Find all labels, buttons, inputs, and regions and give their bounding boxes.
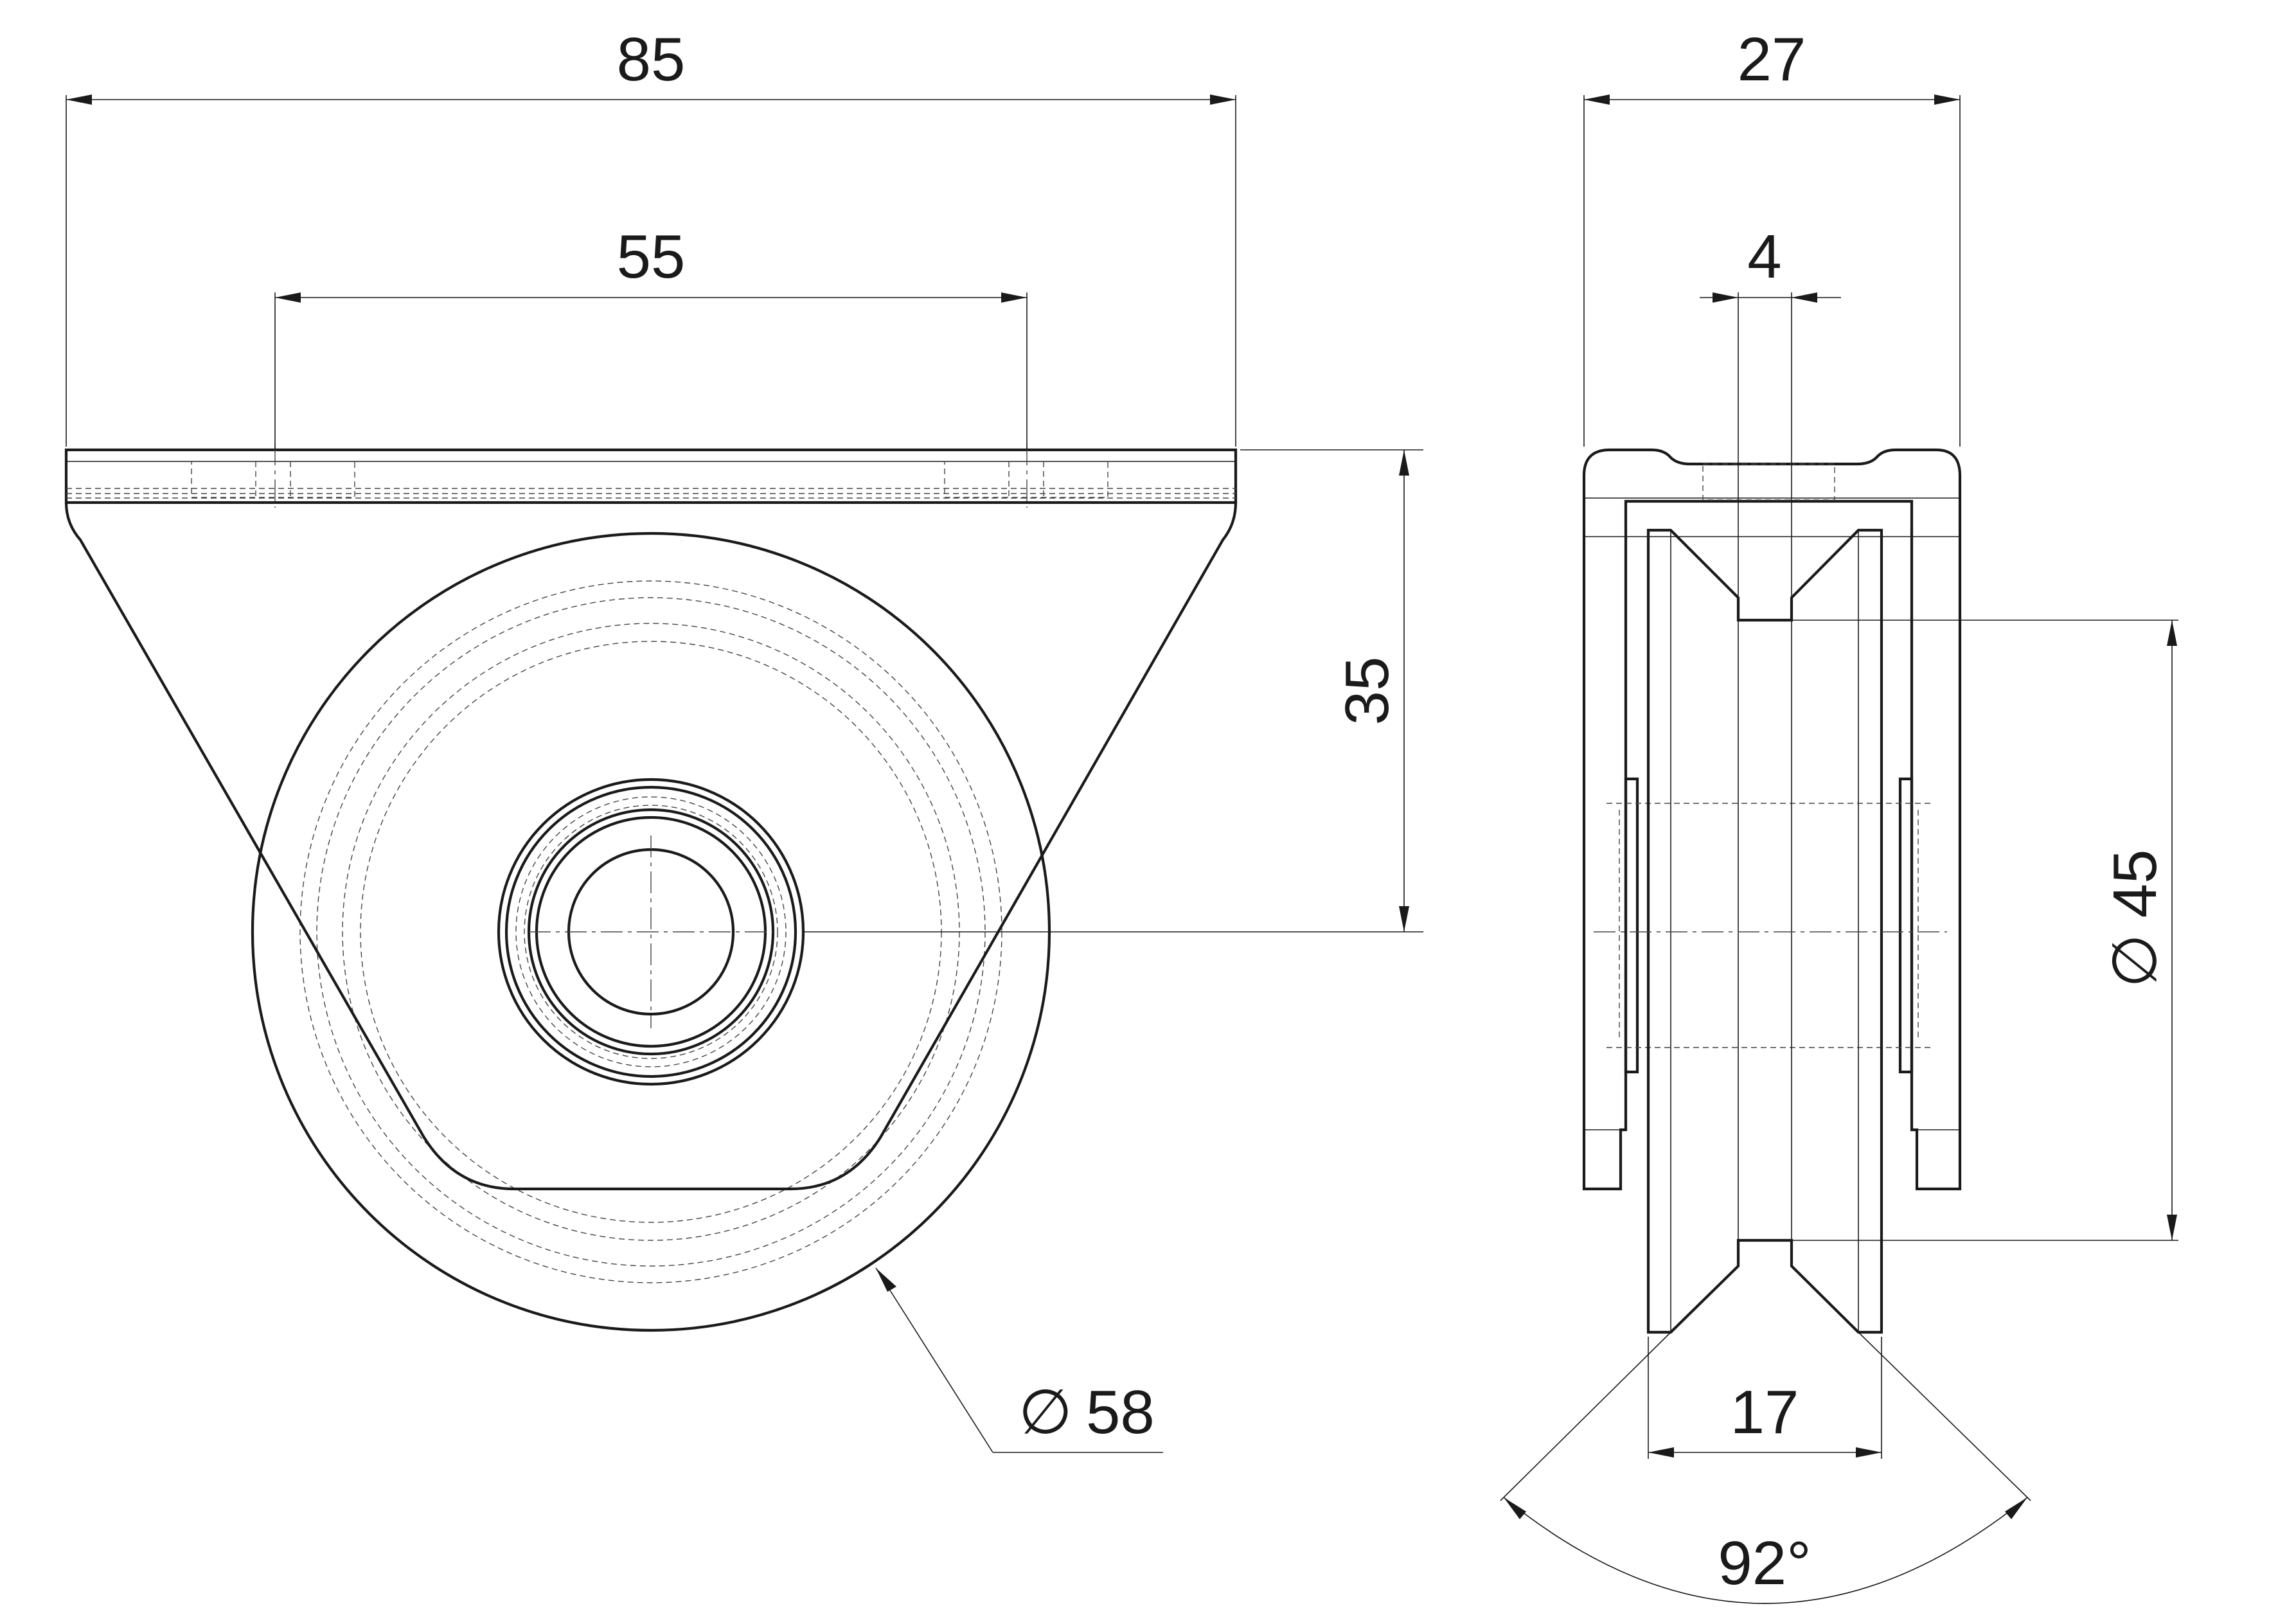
dim-58-label: 58 bbox=[1086, 1378, 1155, 1447]
dim-35-label: 35 bbox=[1333, 657, 1402, 726]
dim-27-label: 27 bbox=[1738, 25, 1806, 94]
dim-45-symbol: ∅ bbox=[2101, 934, 2169, 988]
dimension-overall-width: 85 bbox=[66, 25, 1236, 447]
dimension-groove-diameter: ∅ 45 bbox=[1793, 620, 2178, 1241]
dim-4-label: 4 bbox=[1747, 222, 1781, 291]
dim-58-symbol: ∅ bbox=[1019, 1378, 1072, 1447]
dim-92-label: 92° bbox=[1718, 1529, 1811, 1598]
dimension-groove-bottom: 4 bbox=[1700, 222, 1841, 620]
dimension-wheel-diameter: ∅ 58 bbox=[875, 1267, 1163, 1453]
side-view: 27 4 ∅ 45 17 bbox=[1500, 25, 2178, 1604]
dim-17-label: 17 bbox=[1731, 1378, 1799, 1447]
wheel-side bbox=[1646, 528, 1883, 1334]
dimension-groove-angle: 92° bbox=[1500, 1332, 2031, 1604]
dimension-axle-height: 35 bbox=[803, 449, 1423, 932]
axle-side bbox=[1606, 777, 1934, 1074]
dimension-wheel-width: 17 bbox=[1648, 1337, 1882, 1459]
front-view: 85 55 35 ∅ 58 bbox=[64, 25, 1423, 1453]
center-lines-front bbox=[274, 443, 1028, 1028]
dimension-side-width: 27 bbox=[1583, 25, 1961, 447]
bracket bbox=[64, 502, 1238, 1191]
dim-45-label: 45 bbox=[2101, 850, 2169, 918]
dim-85-label: 85 bbox=[617, 25, 686, 94]
dim-55-label: 55 bbox=[617, 222, 686, 291]
bracket-side bbox=[1582, 448, 1962, 1191]
dimension-hole-spacing: 55 bbox=[274, 222, 1028, 450]
mounting-plate bbox=[64, 448, 1238, 504]
